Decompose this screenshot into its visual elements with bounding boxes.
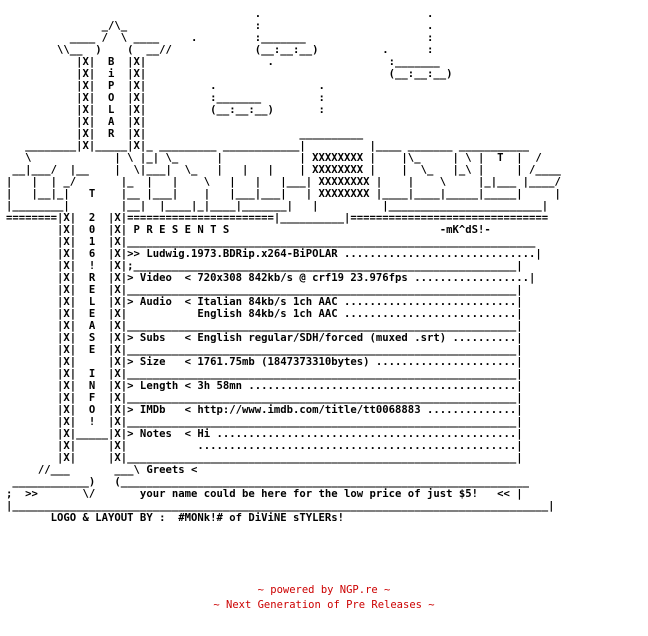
nfo-line: |X| E |X| English 84kb/s 1ch AAC .......… [6,308,523,320]
nfo-line: |X| P |X| . . [6,80,325,92]
nfo-line: |X| E |X|_______________________________… [6,284,523,296]
nfo-line: . . [6,8,434,20]
nfo-line: __|___/ |__ | \|___| \_ | | | | XXXXXXXX… [6,164,561,176]
nfo-line: |X| R |X|> Video < 720x308 842kb/s @ crf… [6,272,536,284]
nfo-ascii-art: . . _/\_ : . ____ / \ ____ . :_______ : … [6,8,561,524]
nfo-line: ; >> \/ your name could be here for the … [6,488,523,500]
nfo-line: |X| R |X| __________ [6,128,364,140]
nfo-line: |X| E |X|_______________________________… [6,344,523,356]
footer-tagline: ~ Next Generation of Pre Releases ~ [213,599,435,611]
nfo-line: |X| 1 |X|_______________________________… [6,236,536,248]
nfo-line: |X| ! |X|;______________________________… [6,260,523,272]
nfo-line: ________|X|_____|X|_ _________ _________… [6,140,529,152]
nfo-line: | |__|_| T |__ |___| | |___|___| | XXXXX… [6,188,561,200]
nfo-line: _/\_ : . [6,20,434,32]
nfo-line: \ | \ |_| \_ | | XXXXXXXX | |\_ | \ | T … [6,152,542,164]
nfo-line: ____ / \ ____ . :_______ : [6,32,434,44]
nfo-line: |X| O |X| :_______ : [6,92,325,104]
nfo-line: |X| A |X|_______________________________… [6,320,523,332]
footer-powered-by-link[interactable]: ~ powered by NGP.re ~ [257,584,391,596]
nfo-line: |X| L |X|> Audio < Italian 84kb/s 1ch AA… [6,296,523,308]
nfo-line: |X| |X|> Size < 1761.75mb (1847373310byt… [6,356,523,368]
nfo-line: |X| |X| ................................… [6,440,523,452]
nfo-line: ========|X| 2 |X|=======================… [6,212,549,224]
nfo-line: ____________) (_________________________… [6,476,529,488]
nfo-line: | | | _/ |_ | | \ | | |___| XXXXXXXX | |… [6,176,561,188]
nfo-line: |X| 6 |X|>> Ludwig.1973.BDRip.x264-BiPOL… [6,248,542,260]
nfo-line: |X| L |X| (__:__:__) : [6,104,325,116]
nfo-line: \\__ ) ( __// (__:__:__) . : [6,44,434,56]
nfo-line: |X| S |X|> Subs < English regular/SDH/fo… [6,332,523,344]
nfo-line: LOGO & LAYOUT BY : #MONk!# of DiViNE sTY… [6,512,345,524]
nfo-line: |X| N |X|> Length < 3h 58mn ............… [6,380,523,392]
nfo-line: |X| |X|_________________________________… [6,452,523,464]
nfo-line: |X|_____|X|> Notes < Hi ................… [6,428,523,440]
nfo-line: |X| O |X|> IMDb < http://www.imdb.com/ti… [6,404,523,416]
nfo-line: |X| B |X| . :_______ [6,56,440,68]
nfo-line: |X| ! |X|_______________________________… [6,416,523,428]
nfo-line: |X| i |X| (__:__:__) [6,68,453,80]
nfo-line: |________| |__| |____|_|____|_______| | … [6,200,549,212]
nfo-line: |X| I |X|_______________________________… [6,368,523,380]
nfo-line: |_______________________________________… [6,500,555,512]
nfo-line: |X| 0 |X| P R E S E N T S -mK^dS!- [6,224,491,236]
nfo-line: |X| A |X| [6,116,147,128]
footer: ~ powered by NGP.re ~ ~ Next Generation … [0,583,648,613]
nfo-line: |X| F |X|_______________________________… [6,392,523,404]
nfo-line: //___ ___\ Greets < [6,464,198,476]
